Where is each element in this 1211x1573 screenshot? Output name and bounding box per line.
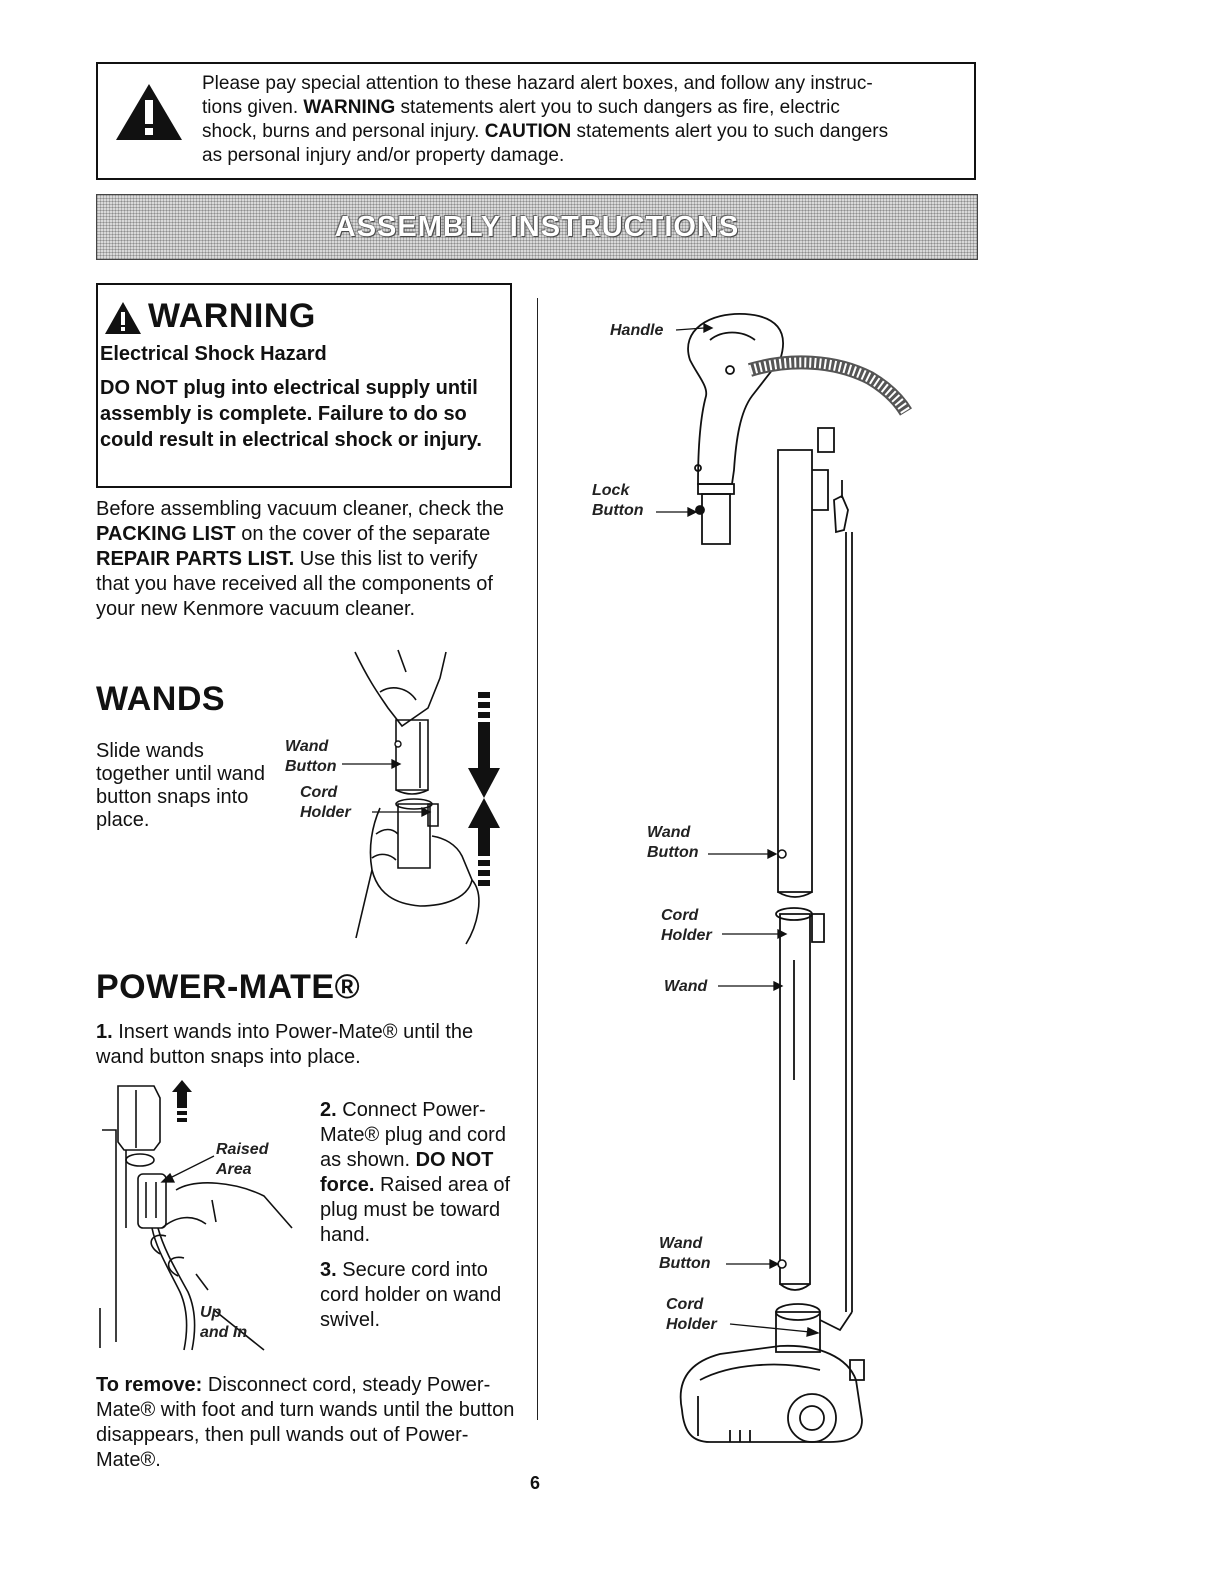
removal-instructions: To remove: Disconnect cord, steady Power… bbox=[96, 1374, 515, 1471]
plug-connection-illustration bbox=[96, 1080, 318, 1353]
warning-body: DO NOT plug into electrical supply until… bbox=[100, 377, 482, 451]
warning-subtitle: Electrical Shock Hazard bbox=[100, 343, 327, 365]
warning-box: WARNING Electrical Shock Hazard DO NOT p… bbox=[96, 283, 512, 488]
column-divider bbox=[537, 298, 538, 1420]
wands-illustration bbox=[280, 648, 500, 960]
power-mate-step-3: 3. Secure cord into cord holder on wand … bbox=[320, 1259, 502, 1331]
hazard-alert-text: Please pay special attention to these ha… bbox=[202, 73, 889, 166]
warning-triangle-icon bbox=[116, 84, 182, 140]
page-number: 6 bbox=[530, 1473, 541, 1493]
warning-title: WARNING bbox=[148, 297, 316, 335]
label-handle: Handle bbox=[610, 322, 664, 339]
power-mate-steps-2-3: 2. Connect Power-Mate® plug and cord as … bbox=[320, 1098, 516, 1333]
hazard-alert-box: Please pay special attention to these ha… bbox=[96, 62, 976, 180]
wands-heading: WANDS bbox=[96, 680, 226, 718]
intro-paragraph: Before assembling vacuum cleaner, check … bbox=[96, 498, 504, 620]
power-mate-step-2: 2. Connect Power-Mate® plug and cord as … bbox=[320, 1099, 511, 1246]
warning-triangle-icon bbox=[105, 302, 141, 334]
label-wand: Wand bbox=[664, 978, 708, 995]
section-banner: ASSEMBLY INSTRUCTIONS bbox=[96, 194, 978, 260]
power-mate-step-1: 1. Insert wands into Power-Mate® until t… bbox=[96, 1021, 474, 1068]
vacuum-assembly-diagram bbox=[580, 300, 940, 1450]
banner-title: ASSEMBLY INSTRUCTIONS bbox=[334, 210, 740, 243]
power-mate-heading: POWER-MATE® bbox=[96, 968, 361, 1006]
wands-instructions: Slide wands together until wand button s… bbox=[96, 740, 266, 831]
